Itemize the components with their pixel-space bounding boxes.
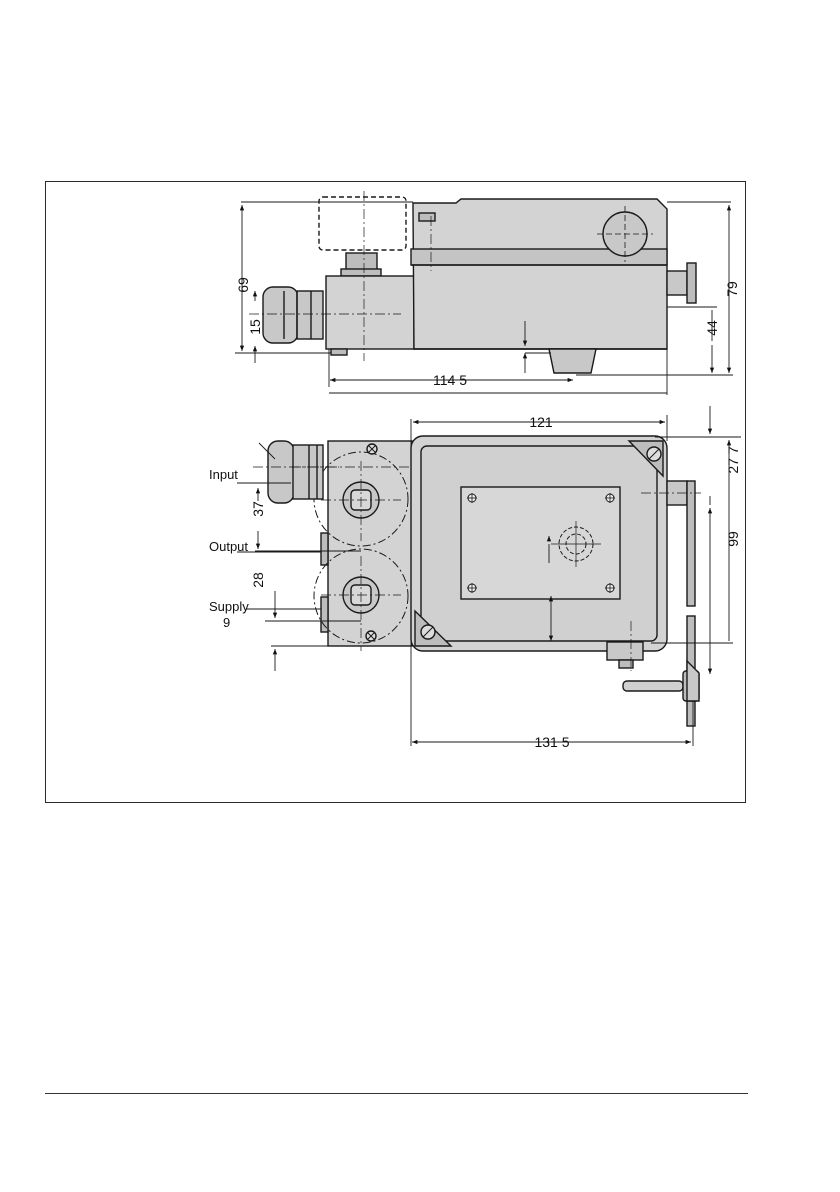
knob bbox=[346, 253, 377, 271]
dim-width-top: 121 bbox=[529, 414, 553, 430]
dimension-drawing: 69 15 114 5 79 44 bbox=[46, 182, 747, 804]
top-view bbox=[237, 406, 741, 746]
cable-gland bbox=[263, 287, 298, 343]
dim-height-right-top: 99 bbox=[725, 531, 741, 547]
dim-pitch-input-output: 37 bbox=[250, 501, 266, 517]
label-supply-offset: 9 bbox=[223, 615, 230, 630]
label-input: Input bbox=[209, 467, 238, 482]
footer-rule bbox=[45, 1093, 748, 1094]
top-cable-gland bbox=[268, 441, 294, 503]
dim-length-total: 131 5 bbox=[534, 734, 569, 750]
side-view bbox=[235, 191, 733, 395]
label-output: Output bbox=[209, 539, 248, 554]
dim-length-base: 114 5 bbox=[433, 372, 467, 388]
dim-height-right: 79 bbox=[724, 281, 740, 297]
drawing-frame: 69 15 114 5 79 44 bbox=[45, 181, 746, 803]
side-lower-body bbox=[326, 276, 414, 349]
dim-height-total: 69 bbox=[235, 277, 251, 293]
manifold-block bbox=[328, 441, 412, 646]
dim-offset-right: 27 7 bbox=[725, 446, 741, 473]
label-supply: Supply bbox=[209, 599, 249, 614]
cap-outline bbox=[319, 197, 406, 250]
dim-pitch-output-supply: 28 bbox=[250, 572, 266, 588]
lever-pin bbox=[623, 681, 683, 691]
dim-height-lower: 44 bbox=[704, 320, 720, 336]
nameplate bbox=[461, 487, 620, 599]
dim-height-gland: 15 bbox=[247, 319, 263, 335]
